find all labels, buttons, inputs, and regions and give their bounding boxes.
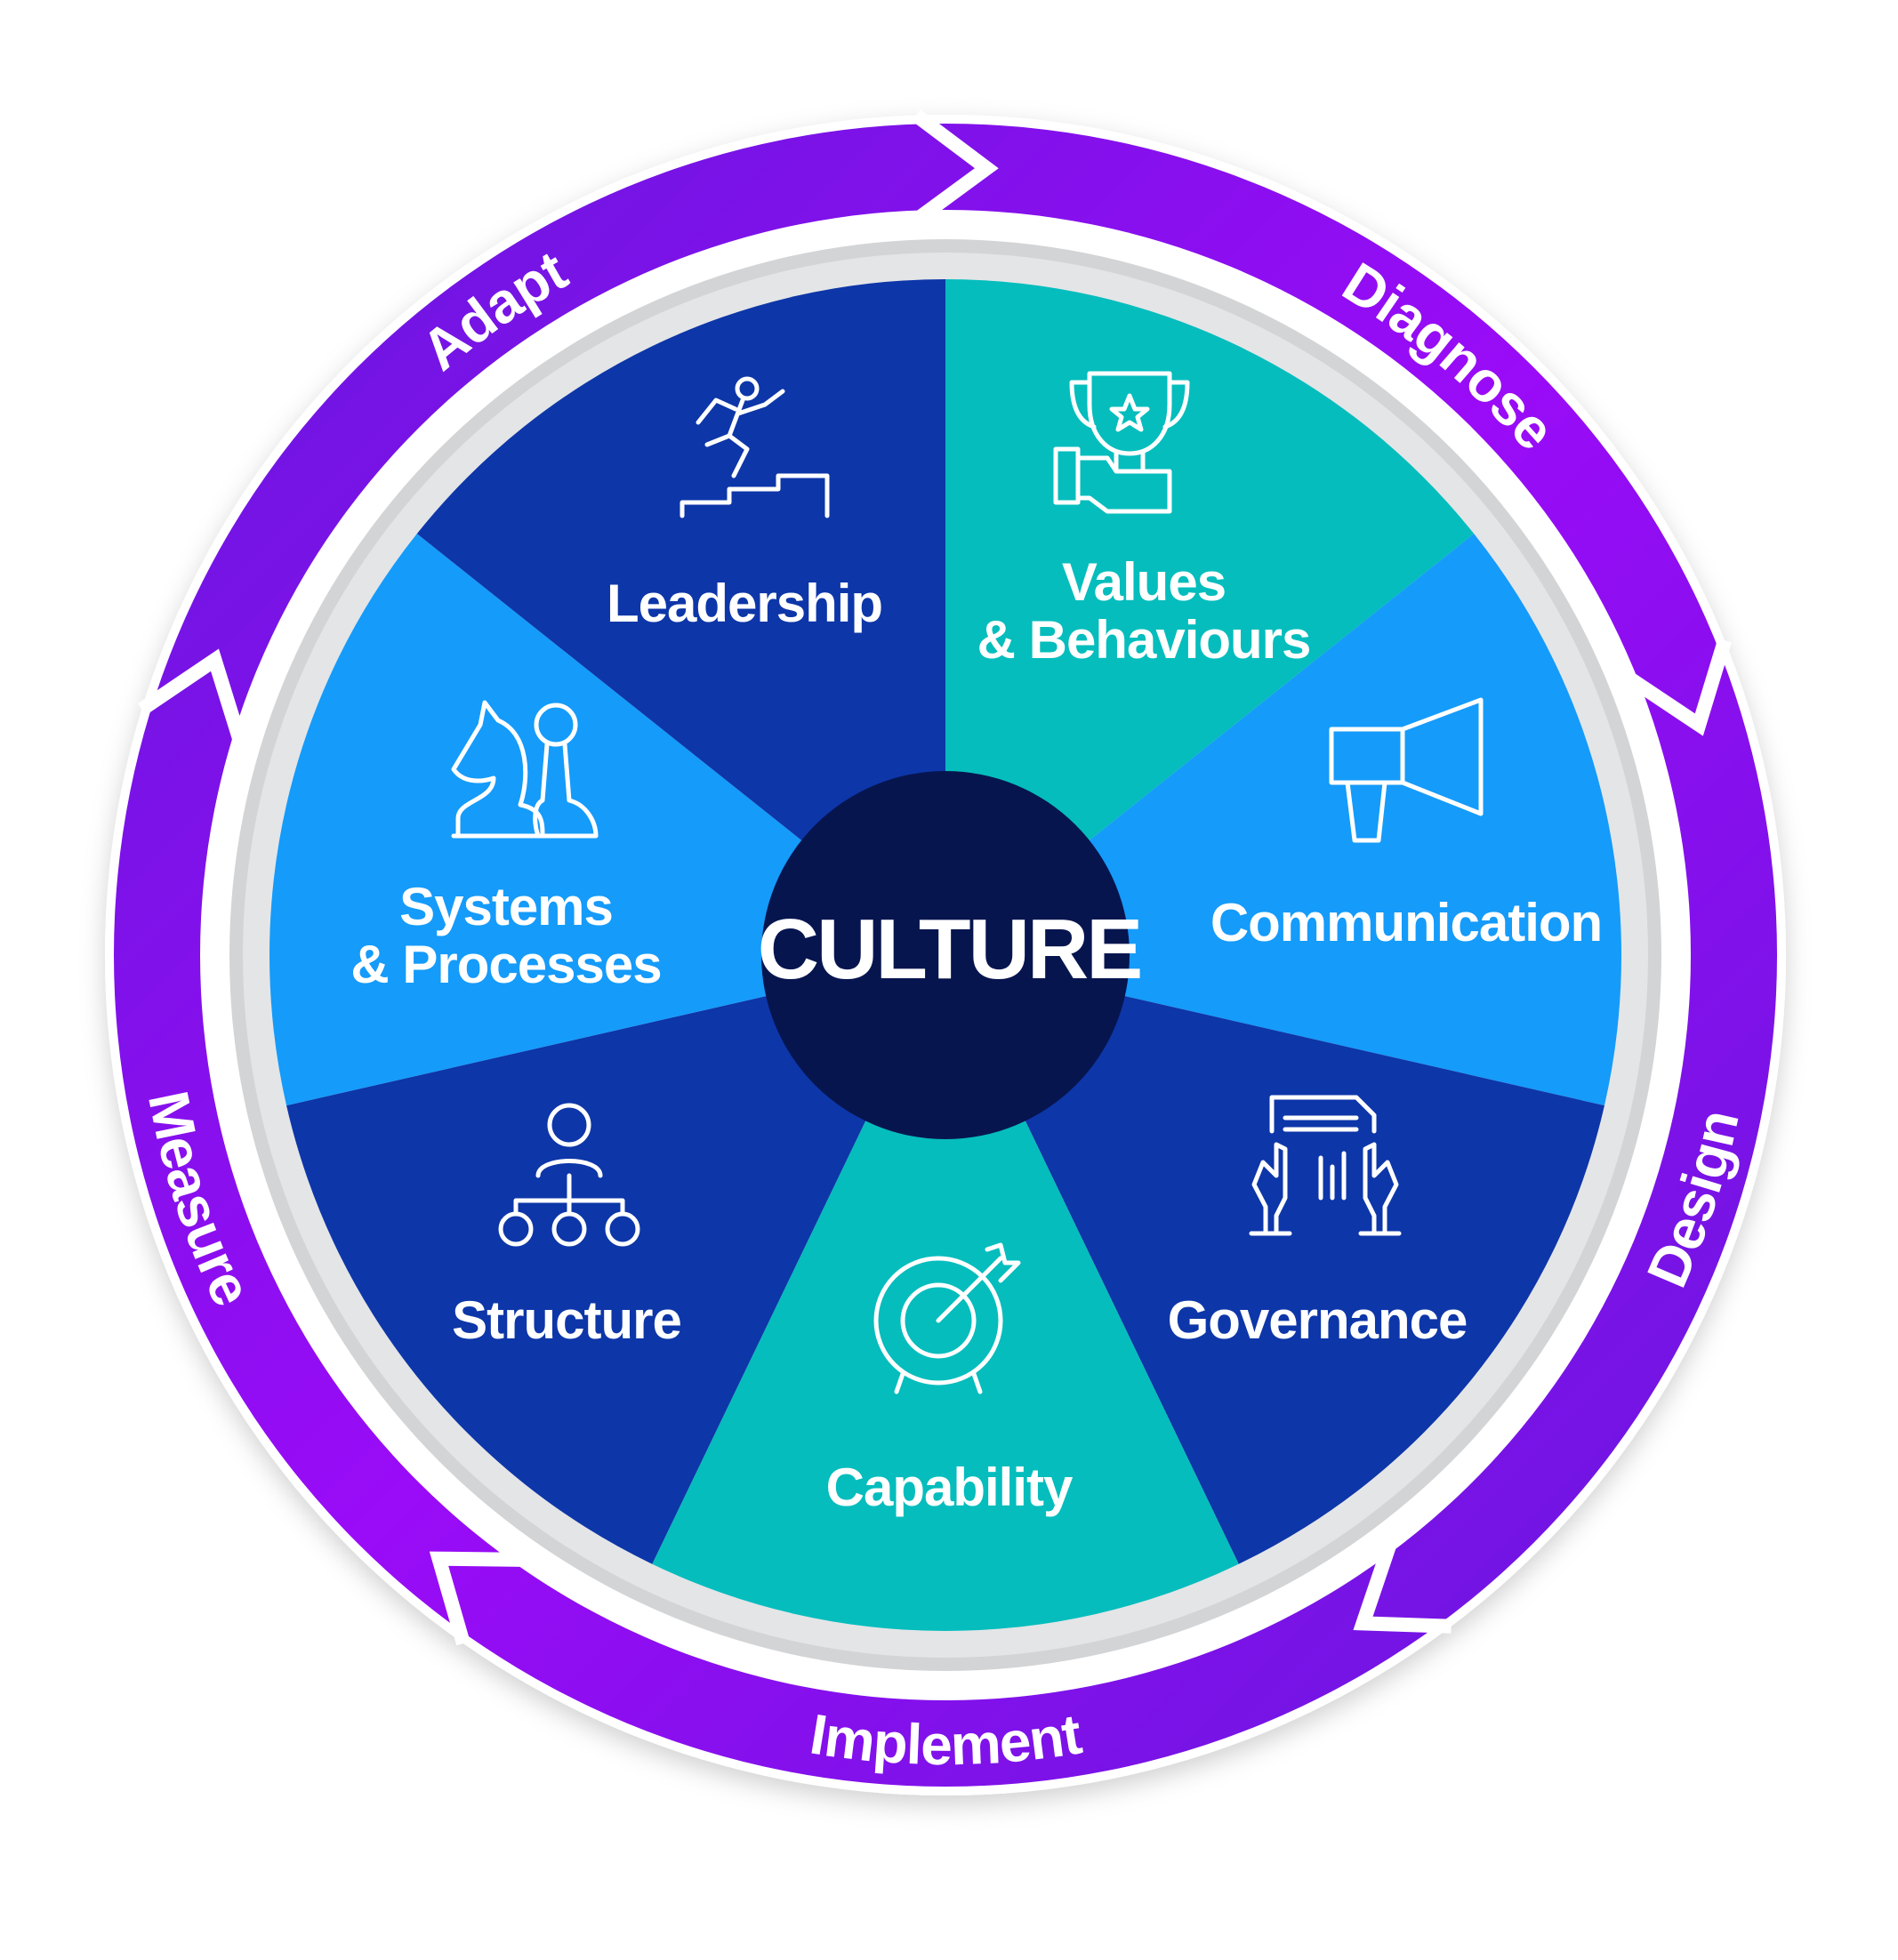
cycle-arrow-divider — [429, 1551, 523, 1646]
segment-label-values: Values — [1062, 552, 1226, 612]
segment-label-communication: Communication — [1210, 893, 1602, 952]
cycle-arrow-divider — [912, 109, 999, 223]
chess-pieces-icon — [451, 700, 599, 839]
segment-label-governance: Governance — [1168, 1290, 1468, 1350]
segment-label-leadership: Leadership — [607, 574, 882, 633]
segment-label-systems-line2: & Processes — [350, 935, 661, 994]
cycle-label-implement: Implement — [806, 1701, 1086, 1777]
target-arrow-icon — [873, 1242, 1021, 1394]
segment-label-values-line2: & Behaviours — [977, 610, 1311, 670]
center-label: CULTURE — [758, 902, 1141, 997]
cycle-arrow-divider — [1626, 638, 1732, 736]
stairs-runner-icon — [680, 376, 830, 518]
segment-label-systems: Systems — [399, 877, 613, 936]
segment-leadership — [416, 279, 945, 955]
segment-label-structure: Structure — [452, 1290, 681, 1350]
org-chart-icon — [498, 1103, 640, 1247]
megaphone-icon — [1329, 697, 1484, 843]
cycle-arrow-divider — [137, 648, 246, 742]
trophy-hand-icon — [1053, 371, 1190, 514]
cycle-label-text: Implement — [806, 1701, 1087, 1777]
cycle-arrow-divider — [1353, 1542, 1452, 1634]
segment-structure — [286, 955, 945, 1564]
segment-capability — [652, 955, 1239, 1631]
document-hands-icon — [1249, 1095, 1402, 1236]
segment-label-capability: Capability — [826, 1458, 1074, 1517]
segment-governance — [945, 955, 1604, 1564]
center-circle — [761, 771, 1130, 1139]
